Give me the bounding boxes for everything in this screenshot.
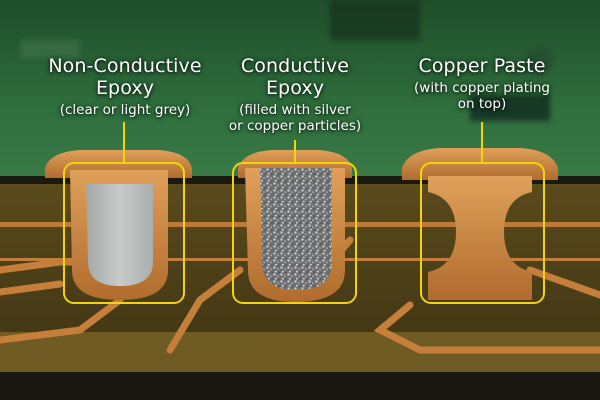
callout-title-line: Epoxy	[95, 76, 155, 99]
callout-subtitle-line: or copper particles)	[228, 118, 362, 135]
highlight-boxes	[63, 122, 545, 304]
callout-subtitle-line: (clear or light grey)	[59, 101, 191, 118]
background-components	[20, 0, 554, 121]
callout-subtitle-line: (filled with silver	[239, 101, 351, 118]
via-conductive	[238, 150, 352, 302]
callout-copper-paste: Copper Paste (with copper plating on top…	[392, 55, 572, 113]
dark-layer-bottom	[0, 372, 600, 400]
callout-subtitle-line: on top)	[457, 96, 507, 113]
callout-title-line: Copper Paste	[418, 55, 546, 77]
callout-conductive-epoxy: Conductive Epoxy (filled with silver or …	[205, 55, 385, 135]
callout-subtitle-line: (with copper plating	[414, 79, 550, 96]
callout-non-conductive-epoxy: Non-Conductive Epoxy (clear or light gre…	[40, 55, 210, 118]
callout-title-line: Epoxy	[265, 76, 325, 99]
callout-title-line: Non-Conductive	[48, 55, 202, 77]
callout-title-line: Conductive	[240, 55, 350, 77]
